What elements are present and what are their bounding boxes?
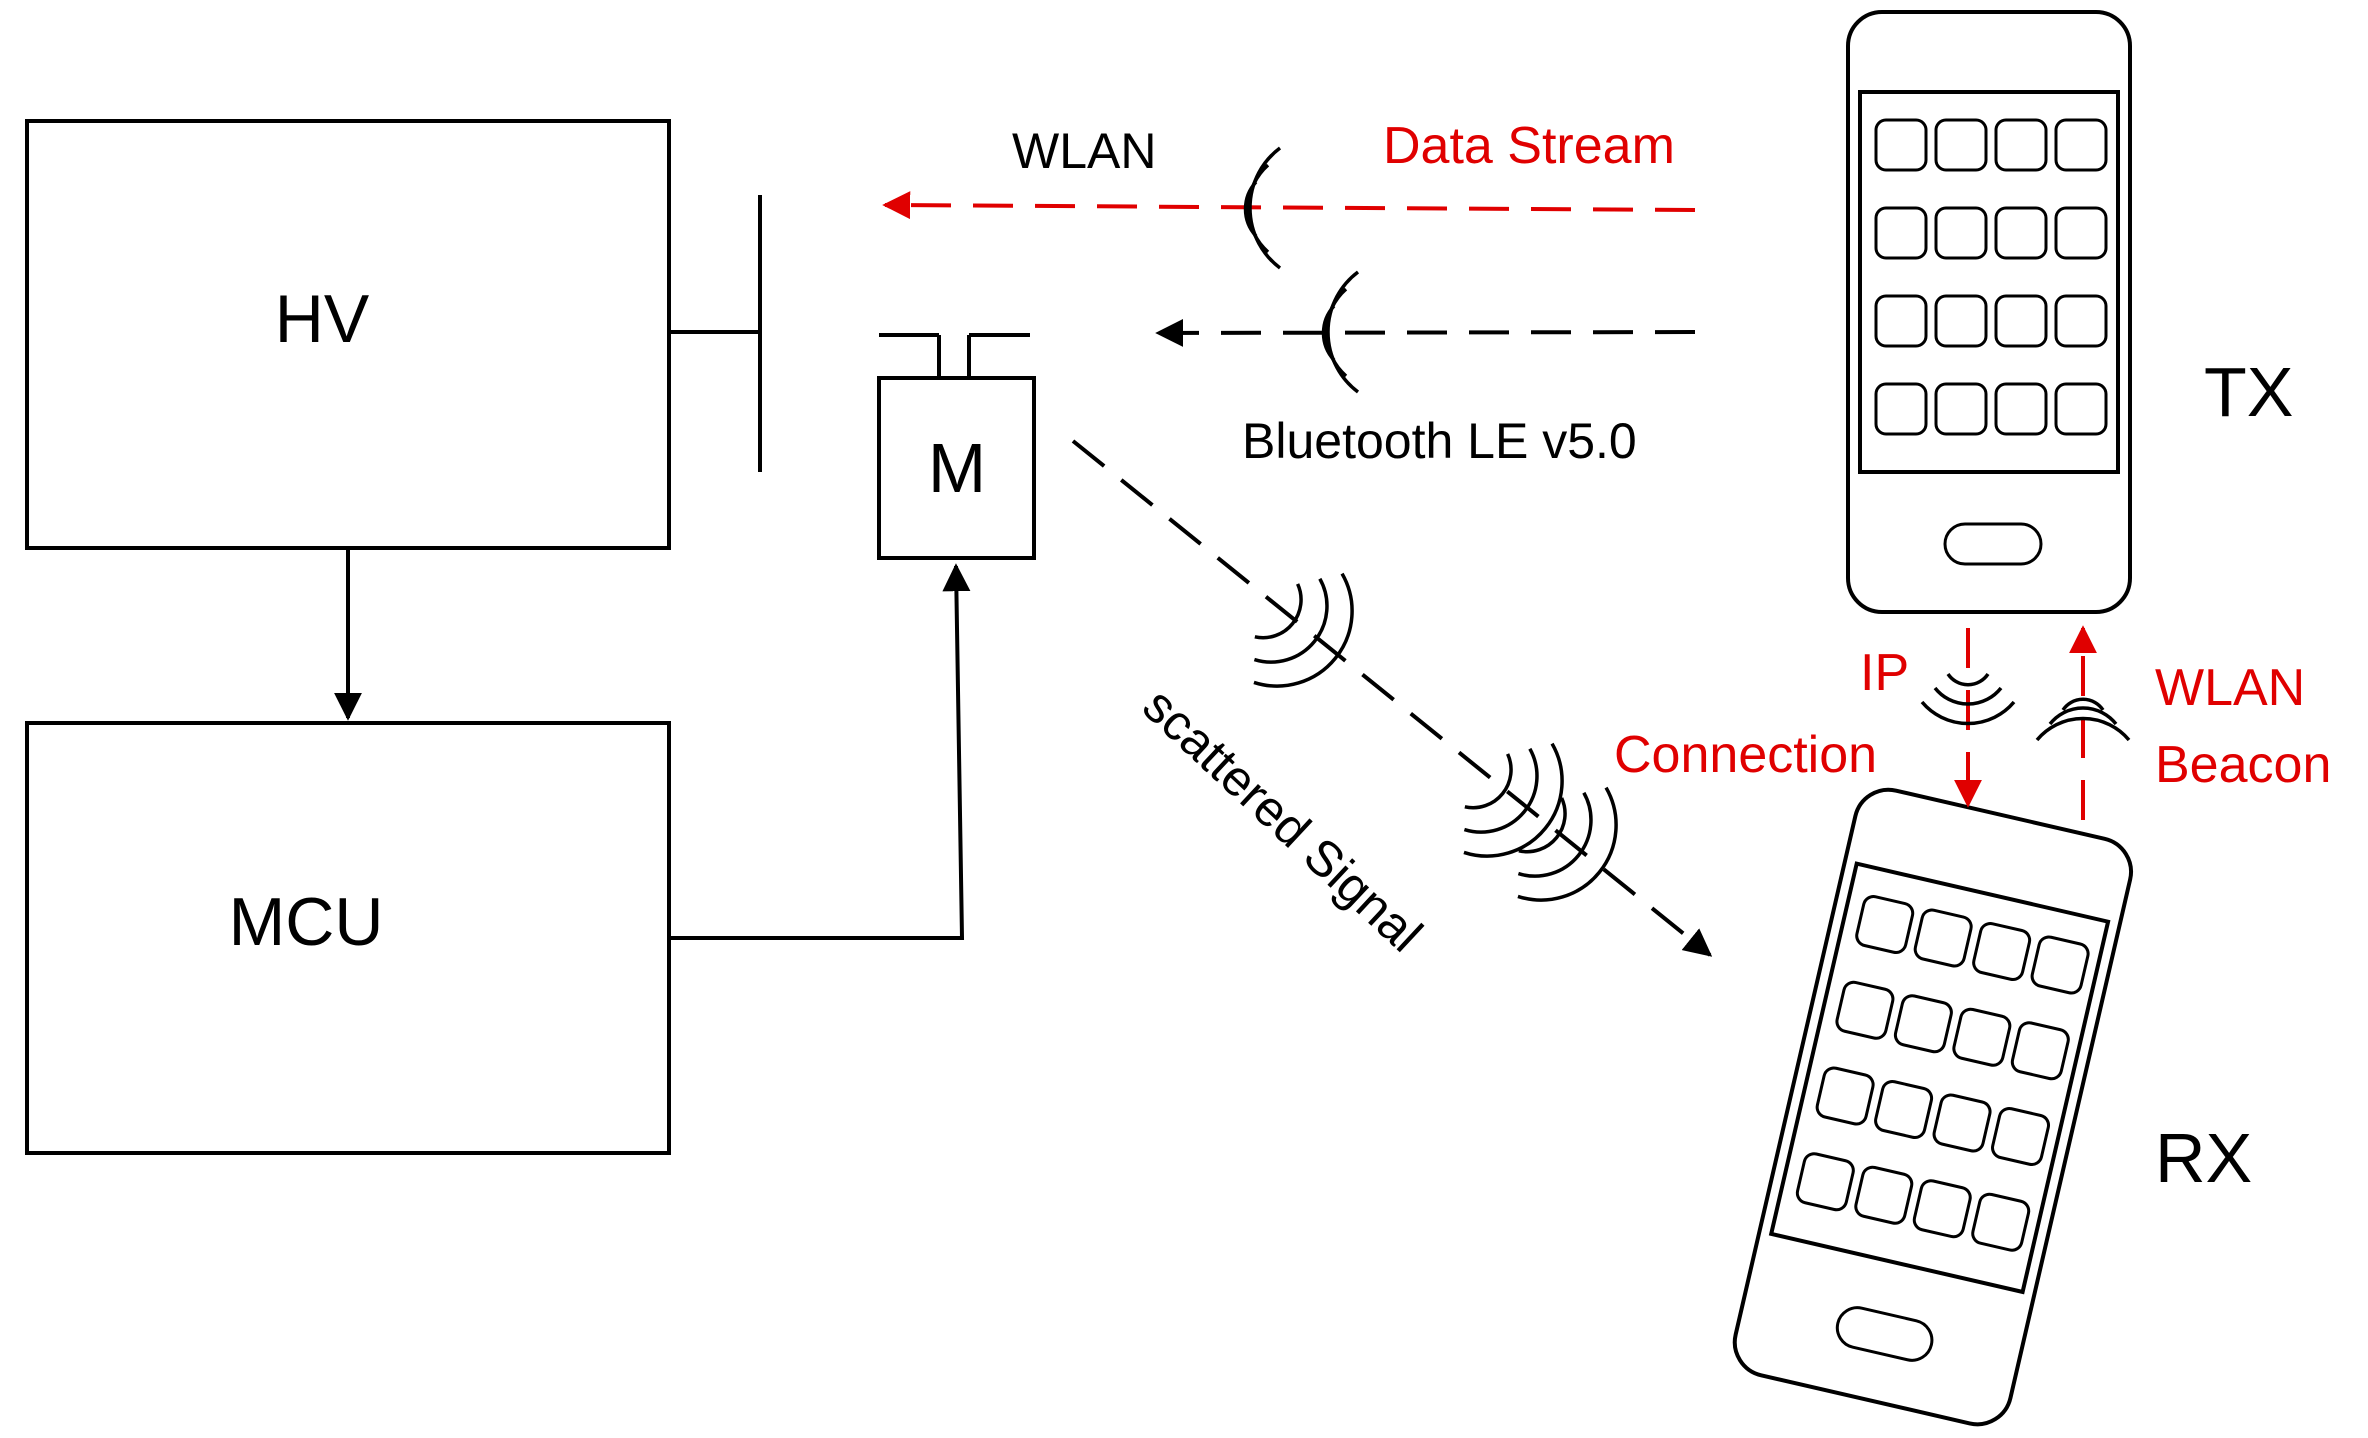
modulator-label: M — [928, 429, 986, 507]
bluetooth-wave-icon — [1321, 270, 1360, 394]
wlan-beacon-label-line1: WLAN — [2155, 659, 2305, 717]
scattered-signal-label: scattered Signal — [1132, 677, 1432, 962]
mcu-to-modulator-line — [669, 563, 971, 940]
connection-label: Connection — [1614, 726, 1877, 784]
hv-label: HV — [275, 281, 370, 357]
data-stream-arrow — [882, 191, 1696, 220]
bluetooth-arrow — [1155, 318, 1696, 347]
scattered-signal-arrow — [1071, 439, 1713, 957]
bluetooth-label: Bluetooth LE v5.0 — [1242, 413, 1637, 469]
ip-wave-icon — [1920, 672, 2016, 726]
scattered-wave-icon-1 — [1253, 572, 1354, 688]
scattered-wave-icon-2 — [1463, 742, 1564, 858]
rx-label: RX — [2155, 1119, 2252, 1197]
mcu-label: MCU — [229, 884, 384, 960]
tx-phone — [1846, 10, 2132, 614]
ip-label: IP — [1860, 644, 1909, 702]
data-stream-label: Data Stream — [1383, 117, 1675, 175]
wlan-wave-icon — [1243, 146, 1282, 270]
tx-label: TX — [2204, 353, 2293, 431]
rx-phone — [1726, 781, 2140, 1434]
wlan-beacon-label-line2: Beacon — [2155, 736, 2331, 794]
beacon-wave-icon — [2035, 697, 2131, 742]
scattered-wave-icon-3 — [1517, 786, 1618, 902]
modulator-block — [877, 376, 1036, 560]
wlan-label: WLAN — [1012, 123, 1156, 179]
